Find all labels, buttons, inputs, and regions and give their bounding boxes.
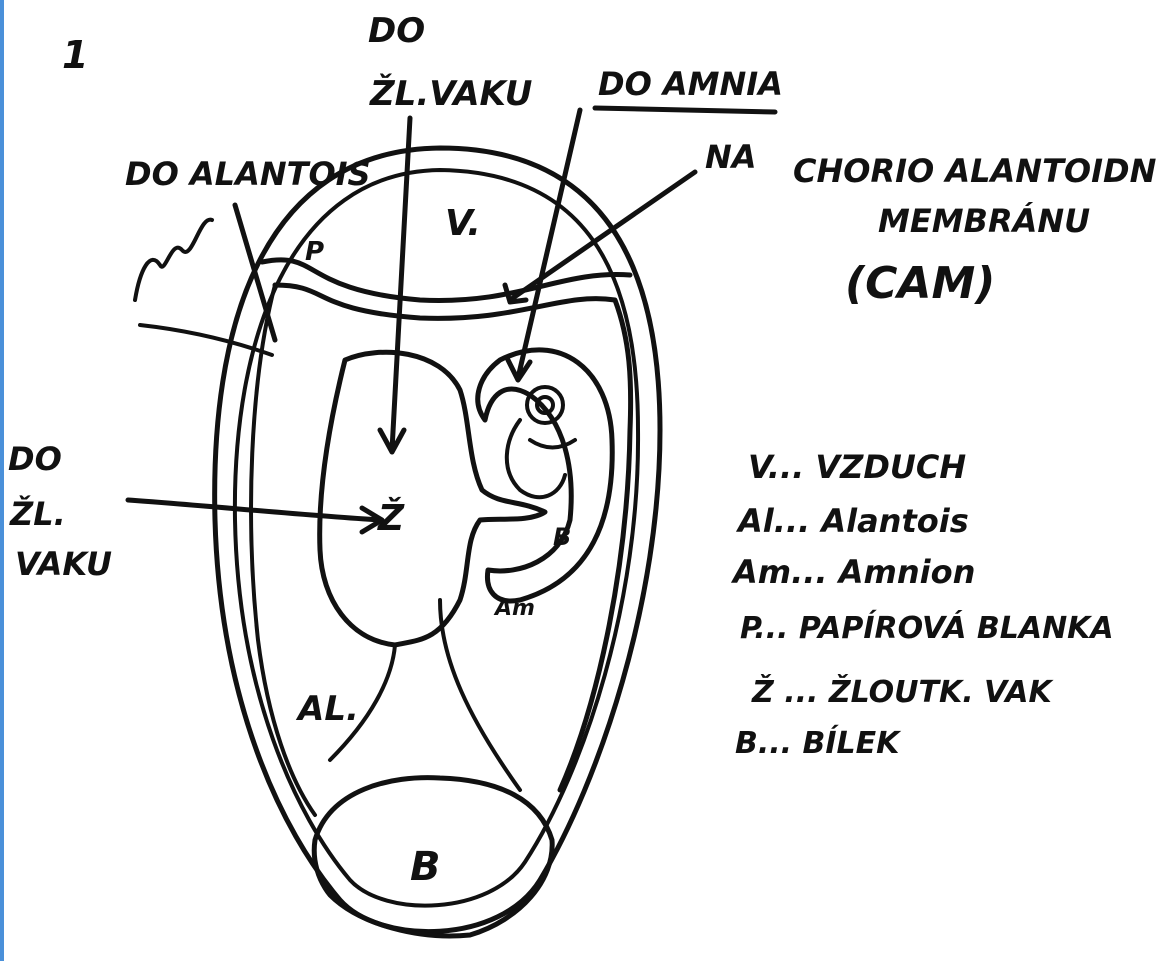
cam-line2: MEMBRÁNU [878,202,1090,240]
to-allantois-label: DO ALANTOIS [125,155,371,193]
legend-item: B... BÍLEK [735,725,902,761]
cam-line1: CHORIO ALANTOIDNÍ [793,152,1157,190]
arrow-to-amnion [508,110,580,380]
cam-line3: (CAM) [845,258,995,309]
legend-item: V... VZDUCH [748,448,966,486]
region-allantois-label: AL. [295,689,359,729]
legend-item: P... PAPÍROVÁ BLANKA [740,610,1114,646]
legend-item: Am... Amnion [730,553,975,591]
region-air-label: V. [445,203,481,244]
arrow-to-yolk-left [128,500,382,532]
to-yolk-sac-left-line2: ŽL. [9,495,66,533]
to-yolk-sac-top-line2: ŽL.VAKU [369,73,532,114]
region-amnion-label: Am [493,596,535,621]
legend-item: Al... Alantois [735,502,969,540]
to-amnion-underline [595,108,775,112]
to-amnion-label: DO AMNIA [598,65,783,103]
onto-label: NA [705,138,757,176]
legend-item: Ž ... ŽLOUTK. VAK [751,674,1054,710]
to-yolk-sac-top-line1: DO [368,11,425,51]
region-white-label: B [410,844,441,890]
to-yolk-sac-left-line3: VAKU [15,545,112,583]
embryo-body [507,420,575,497]
to-yolk-sac-left-line1: DO [8,440,62,478]
region-embryo-b-label: B [553,523,571,551]
arrow-to-allantois [235,205,275,340]
region-paper-label: P [305,237,324,267]
embryo-head [527,387,563,423]
legend: V... VZDUCH Al... Alantois Am... Amnion … [730,448,1114,761]
membrane-left-wall [251,285,315,815]
scribble-left [135,220,212,300]
arrow-to-yolk-top [380,118,410,452]
page-number: 1 [62,33,88,77]
